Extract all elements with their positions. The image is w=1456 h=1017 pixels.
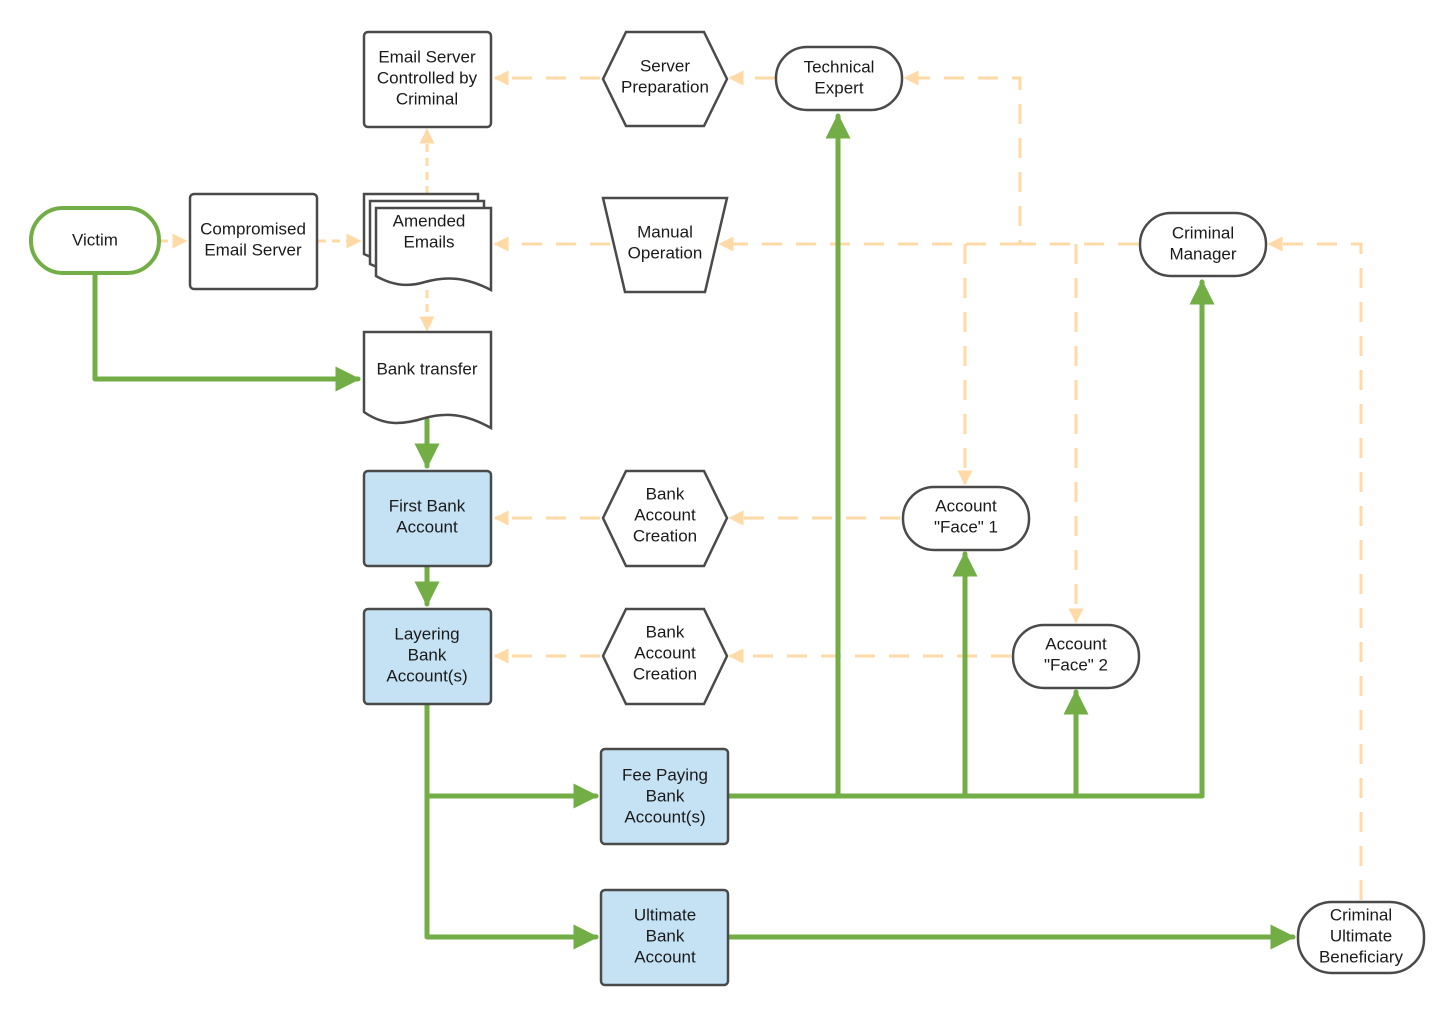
node-first-bank-account-label-1: First Bank — [389, 497, 466, 516]
edge-manager-to-technical — [903, 70, 1138, 246]
node-beneficiary-label-2: Ultimate — [1330, 927, 1392, 946]
node-amended-emails-label-1: Amended — [393, 212, 466, 231]
node-first-bank-account: First Bank Account — [362, 469, 493, 568]
node-server-preparation-label-1: Server — [640, 57, 690, 76]
node-layering-bank-accounts: Layering Bank Account(s) — [362, 607, 493, 706]
node-beneficiary-label-1: Criminal — [1330, 906, 1392, 925]
node-first-bank-account-label-2: Account — [396, 518, 458, 537]
node-victim-label: Victim — [72, 231, 118, 250]
node-technical-expert-label-1: Technical — [804, 58, 875, 77]
node-compromised-email-server-label-2: Email Server — [204, 241, 302, 260]
node-bank-account-creation-1-label-3: Creation — [633, 527, 697, 546]
node-layering-label-3: Account(s) — [386, 667, 467, 686]
node-server-preparation: Server Preparation — [601, 30, 729, 128]
node-server-preparation-label-2: Preparation — [621, 78, 709, 97]
node-criminal-ultimate-beneficiary: Criminal Ultimate Beneficiary — [1296, 900, 1426, 975]
node-account-face-1: Account "Face" 1 — [901, 485, 1031, 552]
node-account-face-1-label-2: "Face" 1 — [934, 518, 998, 537]
node-account-face-2: Account "Face" 2 — [1011, 623, 1141, 690]
node-layering-label-2: Bank — [408, 646, 447, 665]
node-criminal-manager: Criminal Manager — [1138, 211, 1268, 278]
node-bank-account-creation-2-label-3: Creation — [633, 665, 697, 684]
node-bank-account-creation-1-label-1: Bank — [646, 485, 685, 504]
edge-victim-to-bank-transfer — [92, 271, 361, 392]
control-flow-connectors — [160, 70, 1363, 900]
node-ultimate-bank-account-label-1: Ultimate — [634, 906, 696, 925]
node-beneficiary-label-3: Beneficiary — [1319, 948, 1404, 967]
edge-beneficiary-to-manager — [1267, 236, 1363, 900]
node-criminal-manager-label-2: Manager — [1169, 245, 1236, 264]
node-account-face-2-label-1: Account — [1045, 635, 1107, 654]
node-manual-operation-label-1: Manual — [637, 223, 693, 242]
node-criminal-manager-label-1: Criminal — [1172, 224, 1234, 243]
node-account-face-2-label-2: "Face" 2 — [1044, 656, 1108, 675]
node-technical-expert-label-2: Expert — [814, 79, 863, 98]
node-bank-account-creation-2-label-2: Account — [634, 644, 696, 663]
node-amended-emails-label-2: Emails — [403, 233, 454, 252]
node-compromised-email-server: Compromised Email Server — [188, 192, 319, 291]
node-ultimate-bank-account: Ultimate Bank Account — [599, 888, 730, 987]
node-email-server-controlled-by-criminal: Email Server Controlled by Criminal — [362, 30, 493, 129]
node-fee-paying-label-3: Account(s) — [624, 808, 705, 827]
node-ultimate-bank-account-label-2: Bank — [646, 927, 685, 946]
edge-layering-to-fee-paying — [424, 701, 599, 809]
node-amended-emails: Amended Emails — [362, 192, 493, 293]
node-bank-account-creation-2: Bank Account Creation — [601, 607, 729, 706]
node-email-server-label-3: Criminal — [396, 90, 458, 109]
node-bank-account-creation-1: Bank Account Creation — [601, 469, 729, 568]
node-fee-paying-label-2: Bank — [646, 787, 685, 806]
node-compromised-email-server-label-1: Compromised — [200, 220, 306, 239]
node-ultimate-bank-account-label-3: Account — [634, 948, 696, 967]
node-email-server-label-1: Email Server — [378, 48, 476, 67]
node-account-face-1-label-1: Account — [935, 497, 997, 516]
node-fee-paying-bank-accounts: Fee Paying Bank Account(s) — [599, 747, 730, 846]
edge-layering-to-ultimate — [424, 793, 599, 950]
node-bank-account-creation-1-label-2: Account — [634, 506, 696, 525]
node-bank-transfer-label: Bank transfer — [376, 360, 477, 379]
node-email-server-label-2: Controlled by — [377, 69, 478, 88]
node-manual-operation: Manual Operation — [601, 196, 729, 294]
node-victim: Victim — [29, 206, 161, 275]
node-bank-account-creation-2-label-1: Bank — [646, 623, 685, 642]
node-bank-transfer: Bank transfer — [362, 330, 493, 431]
node-layering-label-1: Layering — [394, 625, 459, 644]
money-flow-connectors — [92, 113, 1296, 950]
node-manual-operation-label-2: Operation — [628, 244, 703, 263]
node-fee-paying-label-1: Fee Paying — [622, 766, 708, 785]
node-technical-expert: Technical Expert — [774, 45, 904, 112]
